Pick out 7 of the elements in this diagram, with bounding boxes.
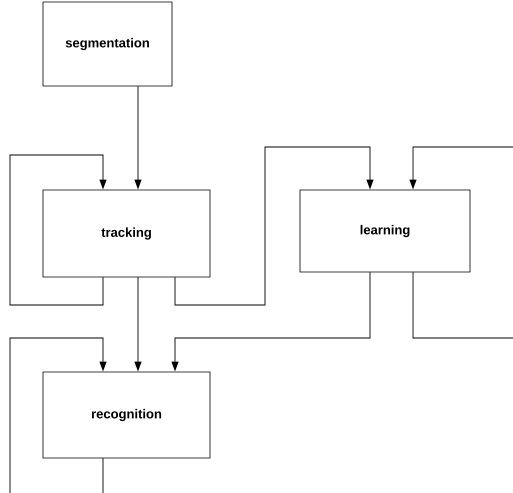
arrow <box>10 154 107 306</box>
process-box: recognition <box>42 372 210 458</box>
arrow <box>174 146 374 306</box>
arrow <box>10 338 107 493</box>
process-box: segmentation <box>42 2 172 86</box>
process-box: tracking <box>42 190 210 278</box>
process-box: learning <box>300 190 470 272</box>
